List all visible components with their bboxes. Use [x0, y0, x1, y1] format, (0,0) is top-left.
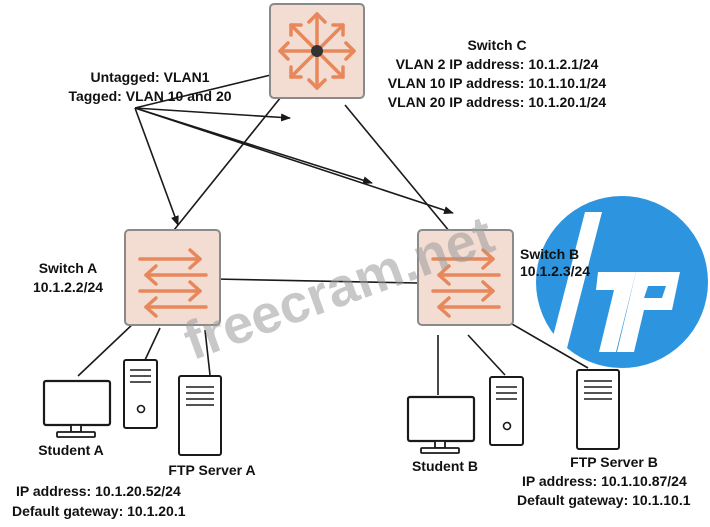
switch-b-icon	[417, 229, 514, 326]
arrow-to-switch-b	[134, 107, 454, 214]
ftp-server-a-icon	[178, 375, 222, 456]
link-switch-a-to-student-a	[77, 321, 136, 377]
link-switch-b-to-ftp-b	[504, 319, 589, 369]
switch-c-vlan2-ip: VLAN 2 IP address: 10.1.2.1/24	[396, 56, 599, 72]
link-switch-a-to-switch-b	[214, 278, 419, 284]
ftp-server-a-ip: IP address: 10.1.20.52/24	[16, 483, 181, 499]
student-b-monitor-icon	[406, 395, 476, 454]
arrow-to-link-c-a	[134, 107, 291, 122]
switch-a-ip: 10.1.2.2/24	[33, 279, 103, 295]
tagged-label: Tagged: VLAN 10 and 20	[68, 88, 231, 104]
student-a-label: Student A	[38, 442, 104, 458]
student-a-tower-icon	[123, 359, 158, 429]
student-b-label: Student B	[412, 458, 478, 474]
ftp-server-b-ip: IP address: 10.1.10.87/24	[522, 473, 687, 489]
annotation-arrows	[134, 70, 454, 226]
link-switch-a-to-ftp-a	[204, 329, 211, 376]
link-switch-b-to-tower-b	[467, 334, 506, 376]
ftp-server-b-gateway: Default gateway: 10.1.10.1	[517, 492, 691, 508]
switch-c-icon	[269, 3, 365, 99]
ftp-server-b-icon	[576, 369, 620, 450]
link-switch-a-to-tower-a	[144, 327, 161, 361]
arrow-to-switch-a	[134, 107, 179, 226]
switch-c-vlan10-ip: VLAN 10 IP address: 10.1.10.1/24	[388, 75, 607, 91]
switch-a-icon	[124, 229, 221, 326]
switch-c-vlan20-ip: VLAN 20 IP address: 10.1.20.1/24	[388, 94, 607, 110]
ftp-server-a-gateway: Default gateway: 10.1.20.1	[12, 503, 186, 519]
untagged-label: Untagged: VLAN1	[91, 69, 210, 85]
ftp-server-b-label: FTP Server B	[570, 454, 658, 470]
arrow-to-switch-c	[134, 70, 284, 109]
hp-logo	[536, 196, 708, 368]
switch-c-name: Switch C	[467, 37, 526, 53]
link-switch-c-to-switch-b	[344, 104, 451, 233]
switch-a-name: Switch A	[39, 260, 98, 276]
ftp-server-a-label: FTP Server A	[168, 462, 255, 478]
student-a-monitor-icon	[42, 379, 112, 438]
student-b-tower-icon	[489, 376, 524, 446]
switch-b-ip: 10.1.2.3/24	[520, 263, 590, 279]
switch-b-name: Switch B	[520, 246, 579, 262]
